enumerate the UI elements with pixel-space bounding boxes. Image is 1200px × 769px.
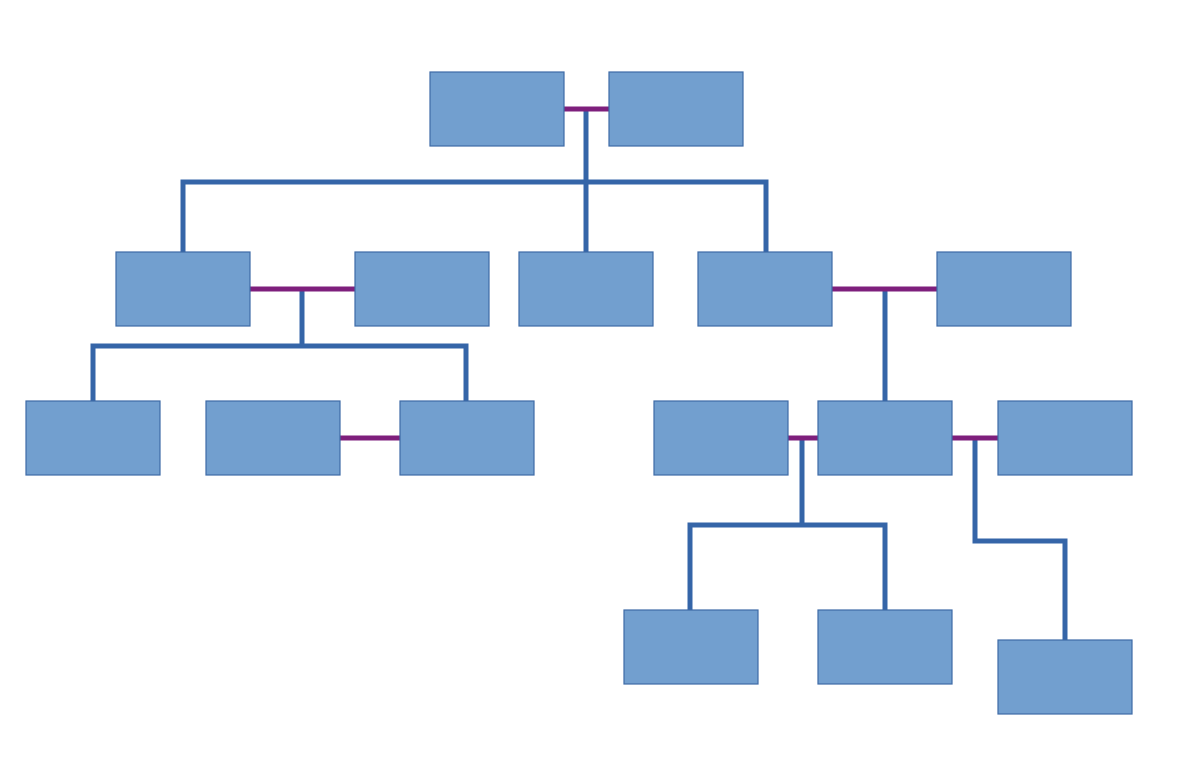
person-box-rect (997, 639, 1133, 715)
person-box-rect (608, 71, 744, 147)
person-box-rect (518, 251, 654, 327)
person-box-g4b (817, 609, 953, 685)
person-box-g2d (697, 251, 833, 327)
person-box-rect (653, 400, 789, 476)
person-box-rect (623, 609, 759, 685)
person-box-g3a (25, 400, 161, 476)
person-box-rect (697, 251, 833, 327)
person-box-g1b (608, 71, 744, 147)
person-box-g2b (354, 251, 490, 327)
person-box-rect (205, 400, 341, 476)
person-box-rect (997, 400, 1133, 476)
person-box-g3f (997, 400, 1133, 476)
person-box-g3c (399, 400, 535, 476)
person-box-g2a (115, 251, 251, 327)
person-box-g3d (653, 400, 789, 476)
person-box-g3e (817, 400, 953, 476)
person-box-g1a (429, 71, 565, 147)
person-boxes (25, 71, 1133, 715)
person-box-rect (399, 400, 535, 476)
person-box-g3b (205, 400, 341, 476)
person-box-rect (817, 400, 953, 476)
person-box-g4a (623, 609, 759, 685)
person-box-rect (817, 609, 953, 685)
person-box-g4c (997, 639, 1133, 715)
connector-lines (90, 106, 1068, 643)
person-box-rect (115, 251, 251, 327)
person-box-rect (936, 251, 1072, 327)
person-box-g2c (518, 251, 654, 327)
person-box-rect (354, 251, 490, 327)
person-box-rect (25, 400, 161, 476)
person-box-rect (429, 71, 565, 147)
person-box-g2e (936, 251, 1072, 327)
